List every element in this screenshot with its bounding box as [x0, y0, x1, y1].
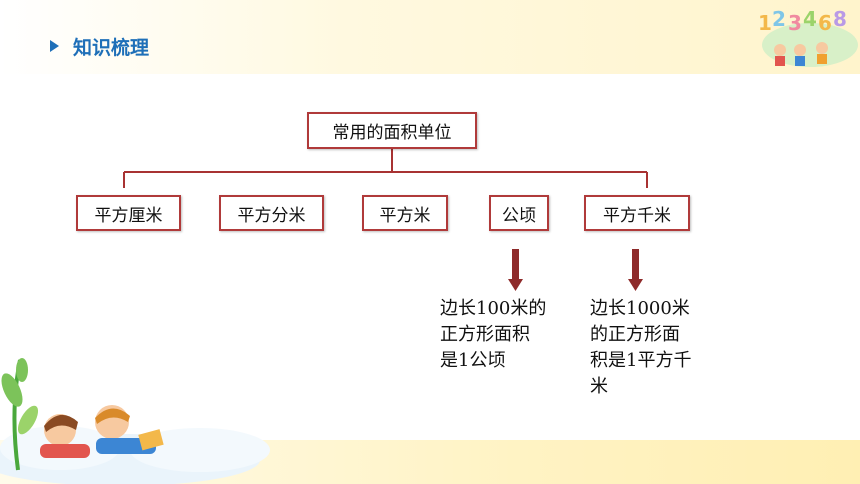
svg-text:8: 8	[833, 7, 847, 31]
svg-text:3: 3	[788, 11, 802, 35]
down-arrow-icon	[508, 249, 523, 291]
svg-text:4: 4	[803, 7, 817, 31]
bullet-arrow-icon	[50, 40, 59, 52]
svg-text:2: 2	[772, 7, 786, 31]
top-banner	[0, 0, 860, 74]
unit-node-hectare: 公顷	[489, 195, 549, 231]
number-characters-illustration: 1 2 3 4 6 8	[758, 7, 858, 67]
square-km-definition: 边长1000米 的正方形面 积是1平方千 米	[590, 298, 692, 397]
section-header: 知识梳理	[50, 32, 149, 60]
section-title: 知识梳理	[73, 36, 150, 59]
unit-node-square-m: 平方米	[362, 195, 448, 231]
hectare-definition: 边长100米的 正方形面积 是1公顷	[440, 298, 547, 371]
children-reading-illustration	[0, 358, 270, 484]
unit-node-square-cm: 平方厘米	[76, 195, 181, 231]
root-node: 常用的面积单位	[307, 112, 477, 149]
unit-node-square-km: 平方千米	[584, 195, 690, 231]
svg-text:6: 6	[818, 11, 832, 35]
down-arrow-icon	[628, 249, 643, 291]
unit-node-square-dm: 平方分米	[219, 195, 324, 231]
svg-text:1: 1	[758, 11, 772, 35]
